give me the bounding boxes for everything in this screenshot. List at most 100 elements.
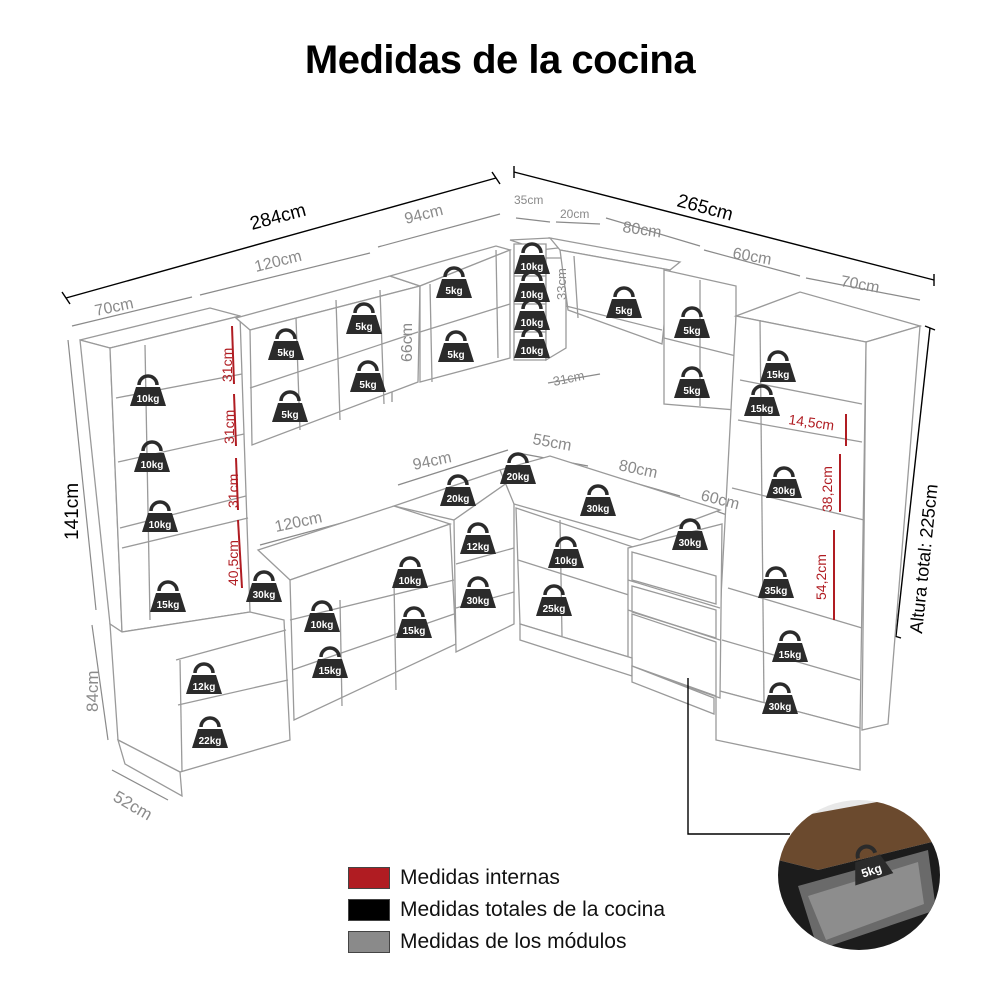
dim-mod-70-right: 70cm <box>839 273 880 297</box>
weight-icon: 22kg <box>190 716 230 750</box>
inset-weight-label: 5kg <box>860 861 884 881</box>
weight-icon: 10kg <box>512 270 552 304</box>
dim-mod-20: 20cm <box>560 207 589 221</box>
weight-icon: 30kg <box>578 484 618 518</box>
weight-icon: 15kg <box>770 630 810 664</box>
dim-mod-80-top: 80cm <box>621 219 662 241</box>
svg-text:10kg: 10kg <box>311 620 334 631</box>
svg-text:35kg: 35kg <box>765 586 788 597</box>
weight-icon: 5kg <box>348 360 388 394</box>
page-title: Medidas de la cocina <box>304 38 696 82</box>
svg-text:10kg: 10kg <box>521 290 544 301</box>
int-542: 54,2cm <box>813 554 829 600</box>
weight-icon: 30kg <box>670 518 710 552</box>
weight-icon: 12kg <box>458 522 498 556</box>
weight-icon: 5kg <box>436 330 476 364</box>
weight-icon: 35kg <box>756 566 796 600</box>
dim-mod-70-left: 70cm <box>93 295 135 320</box>
legend-internal: Medidas internas <box>348 866 560 890</box>
dim-52: 52cm <box>110 787 156 824</box>
svg-text:20kg: 20kg <box>507 472 530 483</box>
svg-text:10kg: 10kg <box>521 346 544 357</box>
svg-text:10kg: 10kg <box>137 394 160 405</box>
weight-icons: 10kg 10kg 10kg 15kg 30kg 5kg 5kg 5kg 5kg… <box>128 242 810 750</box>
legend-label-internal: Medidas internas <box>400 866 560 889</box>
weight-icon: 10kg <box>140 500 180 534</box>
svg-text:30kg: 30kg <box>253 590 276 601</box>
weight-icon: 5kg <box>344 302 384 336</box>
dim-mod-31-niche: 31cm <box>552 368 586 389</box>
svg-text:30kg: 30kg <box>587 504 610 515</box>
weight-icon: 30kg <box>458 576 498 610</box>
dim-mod-60-top: 60cm <box>731 245 772 269</box>
svg-text:12kg: 12kg <box>467 542 490 553</box>
svg-text:22kg: 22kg <box>199 736 222 747</box>
int-382: 38,2cm <box>819 466 835 512</box>
svg-text:30kg: 30kg <box>679 538 702 549</box>
weight-icon: 25kg <box>534 584 574 618</box>
weight-icon: 5kg <box>672 306 712 340</box>
weight-icon: 10kg <box>390 556 430 590</box>
svg-text:5kg: 5kg <box>683 386 700 397</box>
svg-text:15kg: 15kg <box>319 666 342 677</box>
weight-icon: 20kg <box>498 452 538 486</box>
dim-mod-35: 35cm <box>514 193 543 207</box>
weight-icon: 30kg <box>764 466 804 500</box>
legend-swatch-total <box>348 899 390 921</box>
weight-icon: 5kg <box>270 390 310 424</box>
internal-measure-lines <box>231 325 847 620</box>
svg-text:5kg: 5kg <box>359 380 376 391</box>
int-31-b: 31cm <box>221 410 237 444</box>
weight-icon: 30kg <box>244 570 284 604</box>
weight-icon: 5kg <box>266 328 306 362</box>
svg-text:5kg: 5kg <box>615 306 632 317</box>
weight-icon: 15kg <box>394 606 434 640</box>
int-31-c: 31cm <box>225 474 241 508</box>
svg-text:10kg: 10kg <box>141 460 164 471</box>
drawer-inset-image: 5kg <box>778 800 940 950</box>
svg-text:15kg: 15kg <box>157 600 180 611</box>
weight-icon: 10kg <box>512 298 552 332</box>
svg-text:5kg: 5kg <box>281 410 298 421</box>
svg-text:5kg: 5kg <box>355 322 372 333</box>
int-145: 14,5cm <box>788 411 836 433</box>
svg-text:15kg: 15kg <box>767 370 790 381</box>
weight-icon: 10kg <box>546 536 586 570</box>
int-31-a: 31cm <box>219 348 235 382</box>
int-405: 40,5cm <box>225 540 241 586</box>
svg-text:30kg: 30kg <box>769 702 792 713</box>
weight-icon: 5kg <box>604 286 644 320</box>
svg-text:5kg: 5kg <box>683 326 700 337</box>
weight-icon: 10kg <box>302 600 342 634</box>
legend-label-total: Medidas totales de la cocina <box>400 898 665 921</box>
dim-141: 141cm <box>62 483 83 540</box>
weight-icon: 10kg <box>128 374 168 408</box>
weight-icon: 10kg <box>132 440 172 474</box>
dim-mod-33: 33cm <box>554 268 569 300</box>
weight-icon: 10kg <box>512 326 552 360</box>
dim-mod-94-top: 94cm <box>403 202 445 228</box>
legend-module: Medidas de los módulos <box>348 930 626 954</box>
svg-text:12kg: 12kg <box>193 682 216 693</box>
dim-total-height: Altura total: 225cm <box>906 483 942 634</box>
svg-text:10kg: 10kg <box>149 520 172 531</box>
weight-icon: 12kg <box>184 662 224 696</box>
svg-text:5kg: 5kg <box>445 286 462 297</box>
weight-icon: 15kg <box>758 350 798 384</box>
svg-text:30kg: 30kg <box>467 596 490 607</box>
svg-text:5kg: 5kg <box>447 350 464 361</box>
dim-84: 84cm <box>83 670 102 712</box>
weight-icon: 5kg <box>672 366 712 400</box>
svg-text:10kg: 10kg <box>399 576 422 587</box>
weight-icon: 15kg <box>742 384 782 418</box>
svg-text:15kg: 15kg <box>779 650 802 661</box>
svg-text:25kg: 25kg <box>543 604 566 615</box>
dim-mod-66: 66cm <box>399 323 416 362</box>
dim-total-left: 284cm <box>248 200 309 235</box>
legend-label-module: Medidas de los módulos <box>400 930 627 953</box>
weight-icon: 15kg <box>310 646 350 680</box>
inset-leader-line <box>687 678 790 835</box>
weight-icon: 20kg <box>438 474 478 508</box>
weight-icon: 15kg <box>148 580 188 614</box>
